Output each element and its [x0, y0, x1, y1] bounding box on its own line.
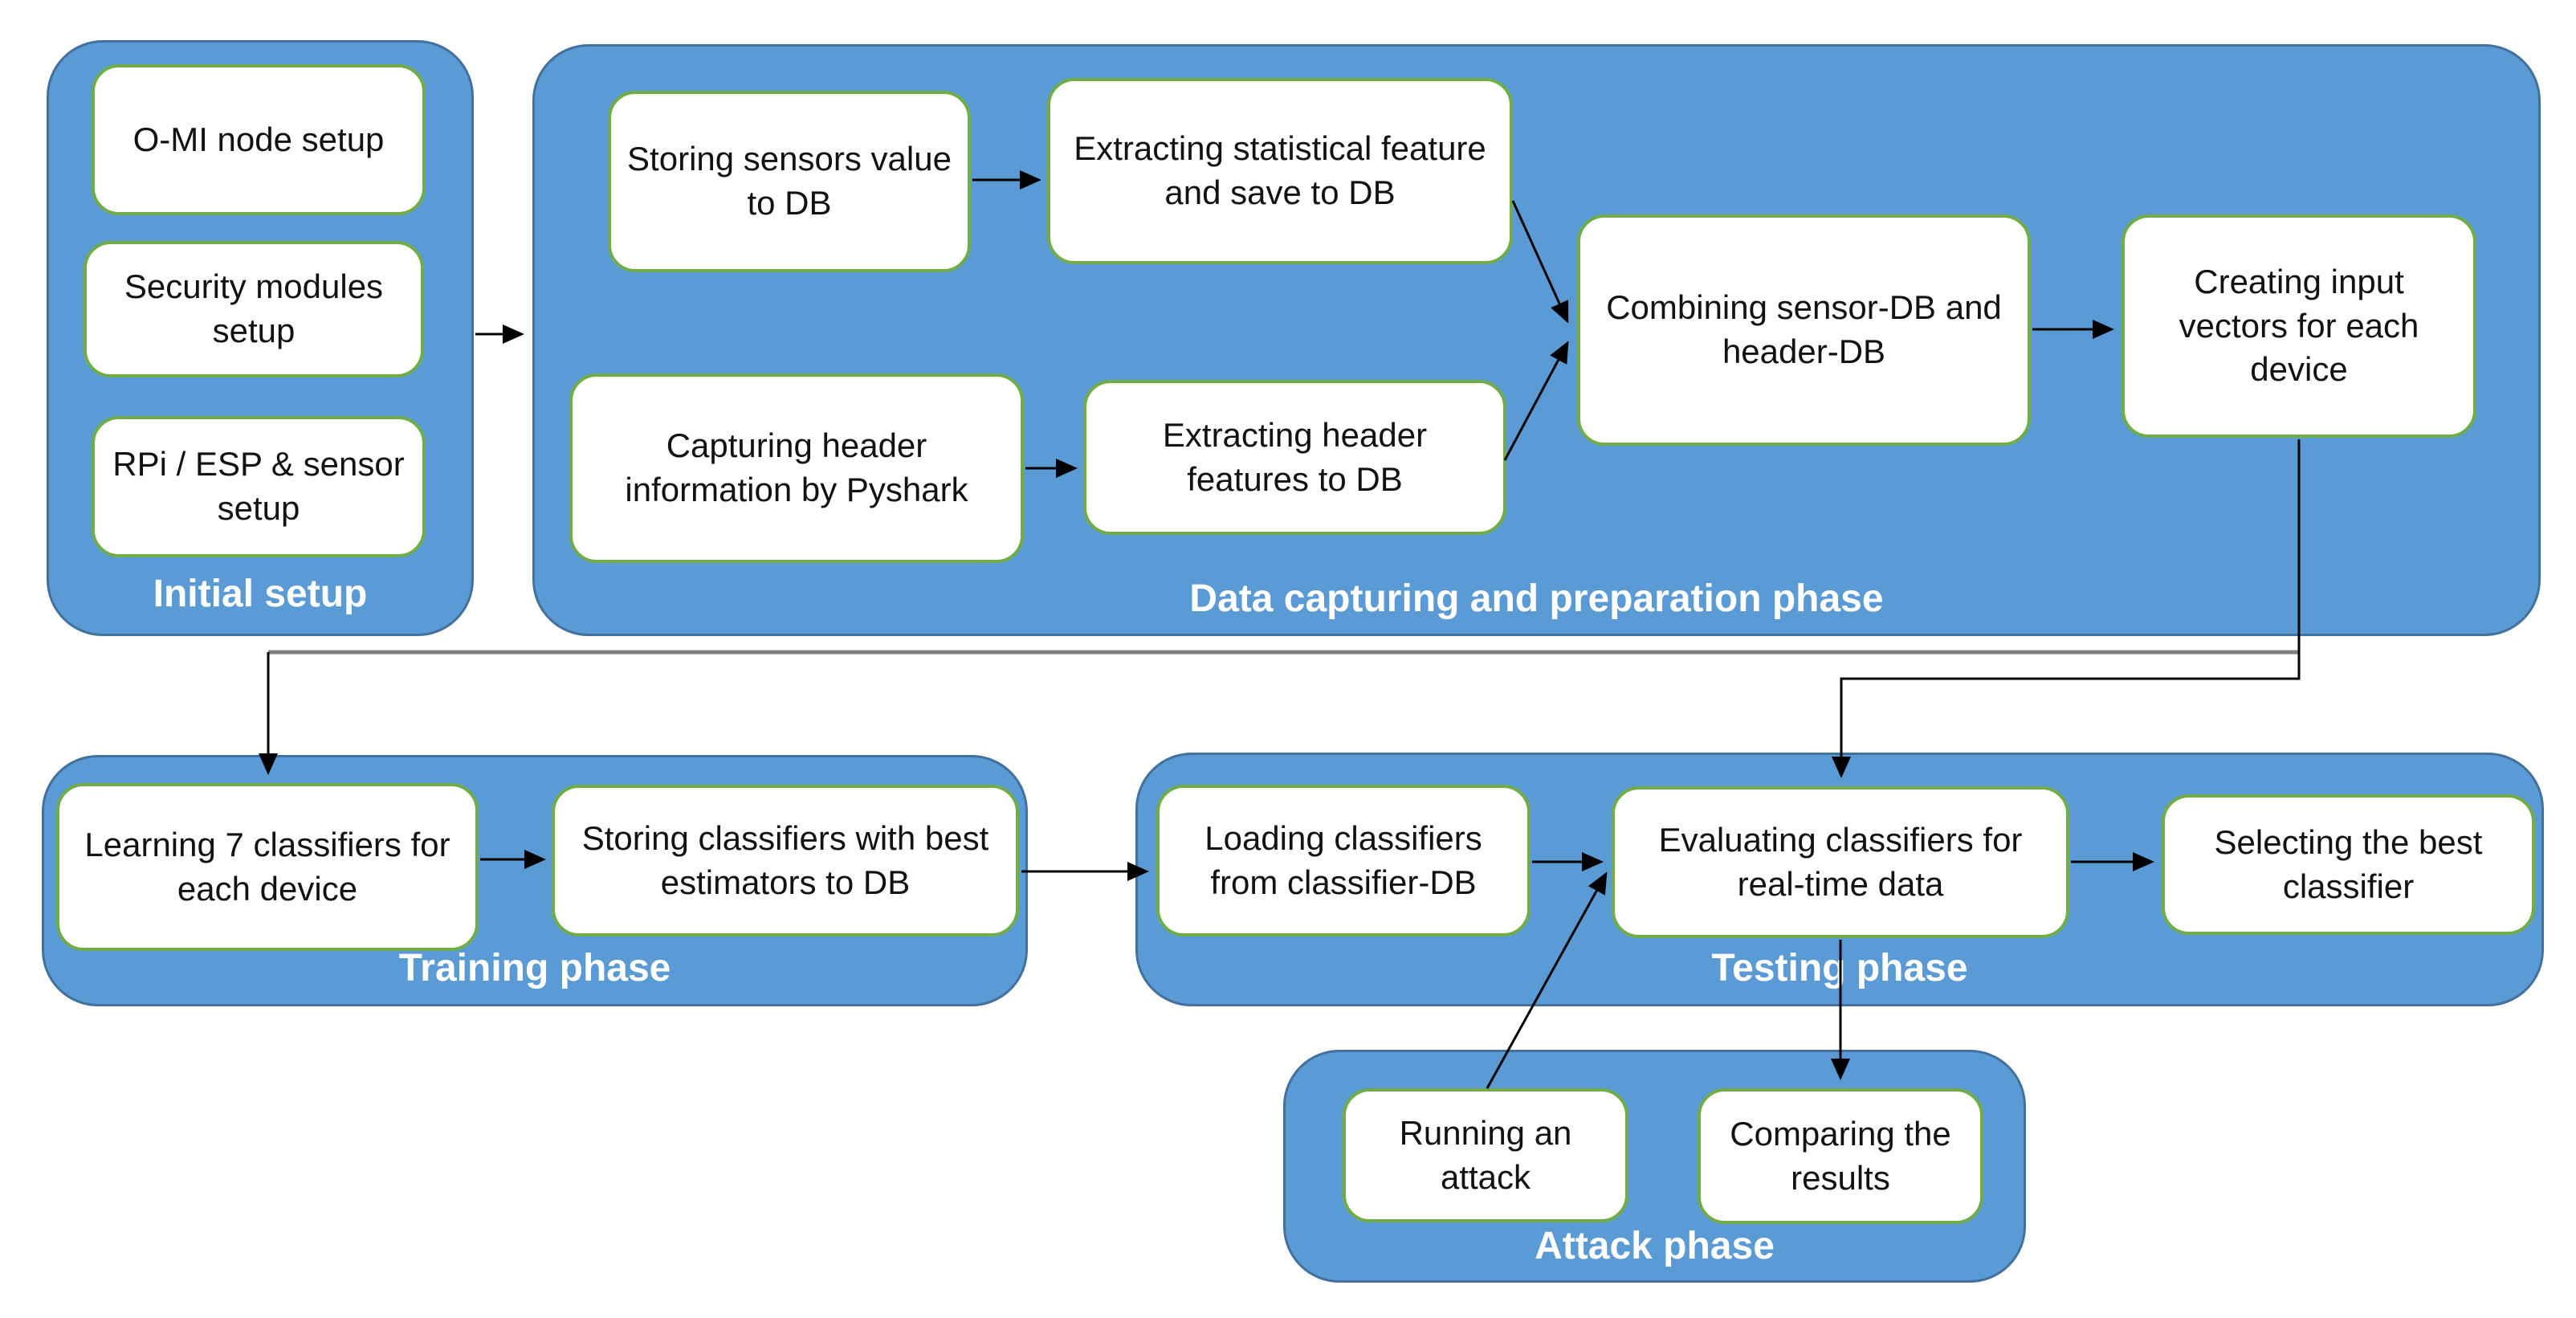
node-label: Comparing the results — [1730, 1114, 1951, 1197]
node-selecting-best-classifier: Selecting the best classifier — [2162, 794, 2535, 935]
node-label: O-MI node setup — [132, 120, 385, 158]
node-security-modules-setup: Security modules setup — [84, 241, 424, 377]
node-label: RPi / ESP & sensor setup — [112, 445, 405, 527]
node-label: Creating input vectors for each device — [2179, 263, 2419, 389]
node-label: Loading classifiers from classifier-DB — [1204, 818, 1482, 901]
node-comparing-results: Comparing the results — [1698, 1088, 1983, 1224]
node-label: Storing sensors value to DB — [627, 140, 952, 222]
node-label: Capturing header information by Pyshark — [625, 426, 968, 508]
phase-label-initial-setup: Initial setup — [153, 573, 368, 615]
phase-label-training: Training phase — [398, 947, 671, 990]
node-label: Combining sensor-DB and header-DB — [1606, 288, 2002, 370]
node-extracting-statistical-feature: Extracting statistical feature and save … — [1047, 78, 1513, 264]
node-label: Security modules setup — [124, 267, 384, 349]
node-label: Extracting header features to DB — [1162, 415, 1428, 498]
node-running-attack: Running an attack — [1343, 1088, 1628, 1222]
node-label: Selecting the best classifier — [2214, 822, 2483, 905]
node-label: Storing classifiers with best estimators… — [581, 818, 989, 901]
node-label: Evaluating classifiers for real-time dat… — [1658, 820, 2023, 903]
node-loading-classifiers: Loading classifiers from classifier-DB — [1156, 785, 1531, 936]
node-creating-input-vectors: Creating input vectors for each device — [2122, 214, 2476, 438]
node-capturing-header-pyshark: Capturing header information by Pyshark — [569, 373, 1024, 563]
node-omi-node-setup: O-MI node setup — [92, 64, 426, 215]
node-combining-dbs: Combining sensor-DB and header-DB — [1577, 214, 2031, 446]
node-storing-sensors-value: Storing sensors value to DB — [608, 91, 971, 272]
node-rpi-esp-sensor-setup: RPi / ESP & sensor setup — [92, 416, 426, 557]
phase-label-attack: Attack phase — [1535, 1225, 1775, 1267]
node-label: Learning 7 classifiers for each device — [84, 825, 450, 908]
node-learning-classifiers: Learning 7 classifiers for each device — [56, 783, 479, 951]
node-label: Extracting statistical feature and save … — [1074, 129, 1486, 211]
phase-label-data-capturing: Data capturing and preparation phase — [1189, 577, 1884, 620]
node-storing-classifiers: Storing classifiers with best estimators… — [552, 785, 1019, 936]
phase-label-testing: Testing phase — [1711, 947, 1968, 990]
node-label: Running an attack — [1399, 1113, 1572, 1196]
node-extracting-header-features: Extracting header features to DB — [1083, 380, 1506, 535]
node-evaluating-classifiers: Evaluating classifiers for real-time dat… — [1612, 786, 2069, 938]
